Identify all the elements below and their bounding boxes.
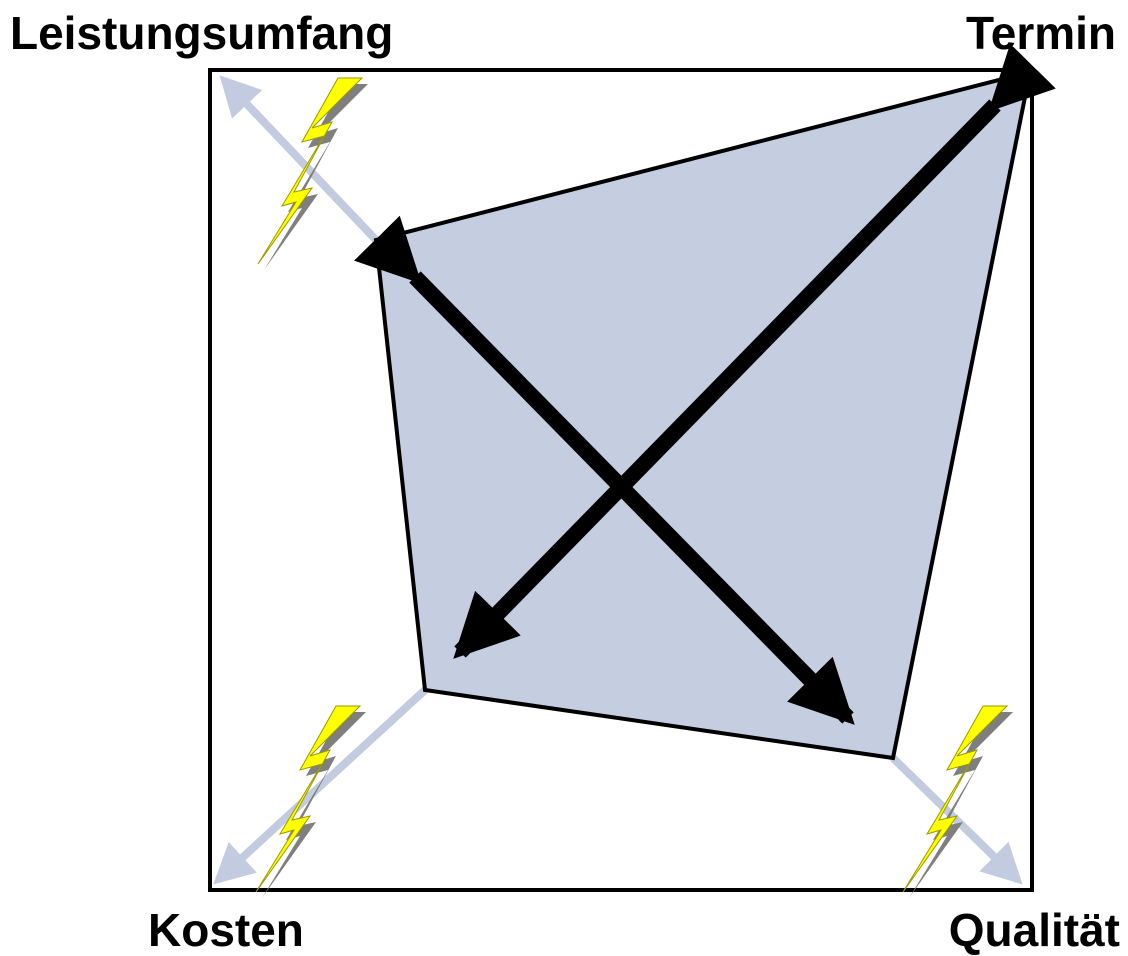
axis-arrow-qualitaet bbox=[890, 755, 1023, 885]
axis-arrow-kosten bbox=[213, 687, 428, 885]
lightning-bolt-icon bbox=[255, 705, 366, 898]
label-kosten: Kosten bbox=[148, 904, 304, 956]
label-leistungsumfang: Leistungsumfang bbox=[10, 7, 394, 59]
lightning-bolt-icon bbox=[257, 77, 368, 270]
double-arrow-leistung-qualitaet bbox=[354, 215, 855, 725]
lightning-bolt-icon bbox=[902, 705, 1013, 898]
label-qualitaet: Qualität bbox=[948, 904, 1120, 956]
axis-arrow-leistungsumfang bbox=[219, 75, 379, 243]
